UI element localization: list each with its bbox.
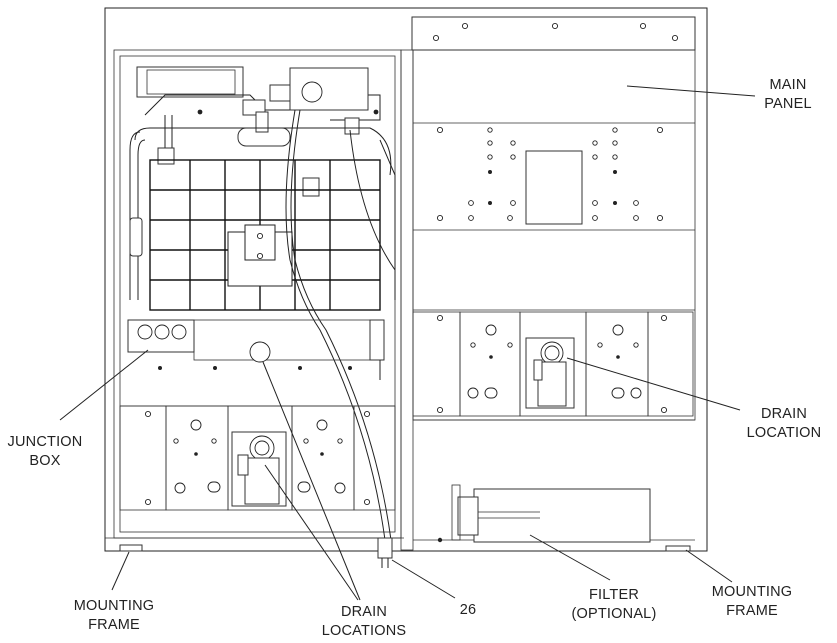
cabinet-outline bbox=[104, 7, 708, 552]
drain-port bbox=[249, 341, 271, 363]
drain-hose bbox=[285, 109, 386, 541]
label-mounting-frame-left: MOUNTING FRAME bbox=[73, 598, 155, 633]
leader-lines bbox=[59, 85, 756, 601]
label-junction-box: JUNCTION BOX bbox=[7, 434, 83, 469]
left-drain-section bbox=[119, 405, 396, 511]
pan-screws bbox=[158, 366, 352, 370]
panel-window bbox=[525, 150, 583, 225]
main-panel-cap bbox=[411, 16, 696, 51]
left-mounting-foot bbox=[119, 544, 143, 552]
label-filter: FILTER (OPTIONAL) bbox=[571, 587, 657, 622]
right-drain-section bbox=[412, 311, 694, 417]
label-main-panel: MAIN PANEL bbox=[764, 77, 812, 112]
plug bbox=[377, 537, 393, 559]
center-divider bbox=[400, 49, 414, 551]
label-drain-location: DRAIN LOCATION bbox=[746, 406, 822, 441]
label-part-number: 26 bbox=[459, 602, 477, 618]
right-mounting-foot bbox=[665, 545, 691, 552]
control-box bbox=[136, 66, 244, 98]
filter bbox=[473, 488, 651, 543]
cap-screws bbox=[432, 22, 679, 42]
label-drain-locations: DRAIN LOCATIONS bbox=[321, 604, 407, 639]
tank-grid bbox=[149, 159, 381, 311]
label-mounting-frame-right: MOUNTING FRAME bbox=[711, 584, 793, 619]
panel-holes bbox=[436, 126, 664, 222]
